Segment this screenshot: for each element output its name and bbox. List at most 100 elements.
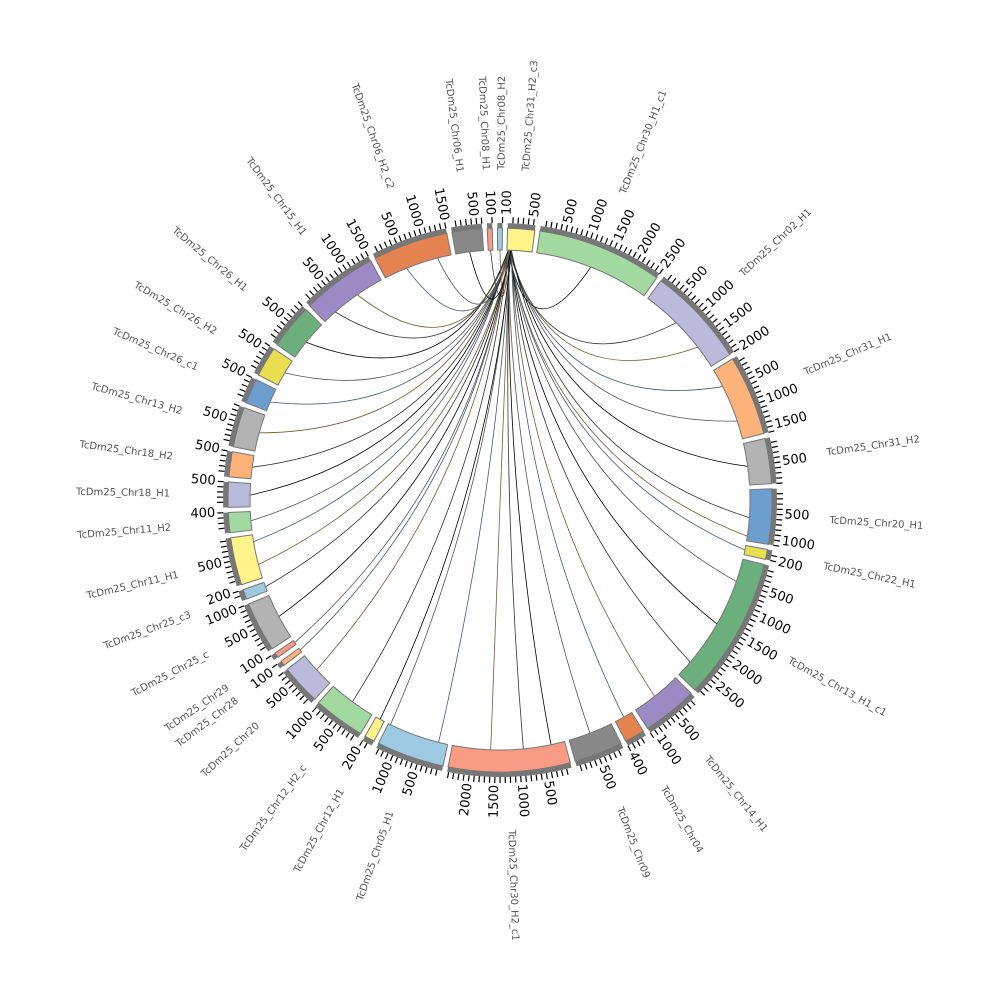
segment [278, 655, 331, 705]
tick-mark [383, 241, 388, 248]
tick-label: 500 [527, 192, 545, 218]
tick-mark [775, 524, 782, 526]
tick-mark [351, 258, 356, 265]
segment-arc [496, 227, 503, 251]
tick-label: 500 [219, 356, 248, 380]
tick-mark [242, 614, 249, 619]
tick-mark [336, 726, 342, 732]
tick-mark [329, 273, 334, 280]
tick-mark [224, 433, 231, 437]
tick-mark [265, 655, 272, 660]
tick-mark [764, 579, 771, 583]
tick-mark [284, 680, 291, 685]
segment [743, 544, 778, 563]
tick-mark [762, 409, 769, 414]
tick-mark [747, 623, 754, 627]
links-layer [249, 249, 750, 750]
tick-mark [618, 750, 622, 756]
segment-arc [364, 716, 385, 742]
segment-label: TcDm25_Chr31_H2_c3 [521, 60, 541, 173]
segment [218, 449, 255, 480]
link [357, 250, 510, 328]
link [250, 250, 510, 522]
tick-mark [745, 627, 752, 632]
segment [568, 723, 624, 772]
link [508, 250, 746, 551]
tick-mark [715, 322, 722, 328]
tick-mark [232, 590, 239, 594]
tick-mark [580, 229, 584, 236]
tick-mark [594, 760, 598, 767]
segment [359, 716, 385, 749]
segment-label: TcDm25_Chr06_H2_c2 [348, 81, 395, 190]
tick-label: 1500 [773, 409, 809, 432]
segment-label: TcDm25_Chr08_H2 [497, 76, 508, 171]
tick-mark [659, 268, 664, 274]
tick-band [283, 669, 315, 703]
tick-label: 1500 [430, 187, 451, 222]
tick-mark [452, 773, 455, 780]
tick-mark [271, 663, 278, 669]
tick-mark [584, 763, 588, 770]
tick-label: 500 [781, 451, 808, 469]
tick-mark [219, 459, 226, 462]
tick-mark [740, 636, 747, 641]
tick-mark [240, 610, 247, 614]
tick-mark [237, 393, 244, 397]
tick-label: 1500 [342, 217, 371, 253]
tick-mark [764, 414, 771, 418]
tick-label: 500 [190, 472, 216, 489]
tick-mark [773, 456, 780, 459]
segment [536, 220, 664, 297]
tick-label: 200 [776, 555, 804, 575]
tick-mark [703, 686, 709, 692]
tick-label: 1000 [402, 193, 426, 229]
tick-mark [223, 560, 231, 564]
segment-label: TcDm25_Chr13_H2 [89, 381, 184, 417]
segment [486, 217, 494, 251]
tick-label: 500 [675, 716, 702, 745]
tick-mark [741, 361, 748, 366]
tick-mark [303, 698, 309, 705]
segment-label: TcDm25_Chr18_H1 [75, 487, 170, 500]
tick-mark [309, 290, 315, 296]
segment-arc [257, 348, 293, 386]
segment-label: TcDm25_Chr09 [614, 805, 652, 880]
tick-mark [708, 314, 715, 320]
tick-mark [233, 403, 240, 407]
tick-mark [473, 775, 475, 782]
segment-label: TcDm25_Chr08_H1 [476, 75, 491, 171]
tick-label: 500 [463, 191, 480, 217]
tick-mark [662, 723, 668, 730]
tick-band [625, 731, 646, 746]
tick-label: 500 [201, 404, 229, 425]
tick-mark [229, 580, 236, 584]
tick-band [486, 223, 493, 229]
tick-label: 500 [540, 780, 559, 807]
tick-label: 2000 [737, 323, 773, 353]
tick-mark [257, 642, 263, 647]
segment-label: TcDm25_Chr12_H2_c [238, 763, 309, 855]
tick-mark [658, 726, 663, 733]
tick-mark [721, 330, 728, 336]
tick-mark [221, 550, 228, 553]
tick-mark [604, 238, 609, 245]
segment-arc [451, 228, 485, 255]
tick-mark [332, 723, 338, 729]
tick-band [241, 377, 257, 403]
tick-mark [360, 253, 365, 260]
segment-arc [647, 280, 731, 367]
link [508, 250, 737, 582]
segment-label: TcDm25_Chr06_H1 [442, 77, 464, 173]
tick-mark [623, 246, 628, 253]
tick-mark [428, 225, 432, 232]
tick-mark [256, 355, 262, 360]
segment-label: TcDm25_Chr05_H1 [355, 810, 397, 903]
tick-label: 500 [377, 210, 400, 239]
segment-label: TcDm25_Chr04 [658, 783, 705, 855]
tick-band [276, 661, 285, 669]
tick-mark [418, 228, 422, 235]
tick-mark [758, 599, 765, 603]
tick-label: 2000 [457, 782, 476, 817]
tick-mark [379, 243, 383, 250]
